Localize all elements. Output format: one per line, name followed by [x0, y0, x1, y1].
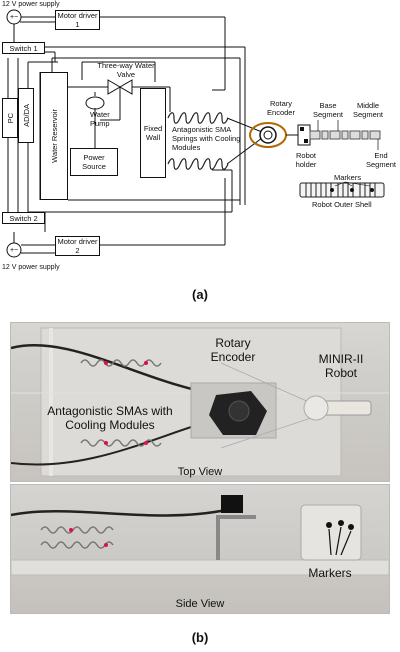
- motor-driver-2: Motor driver 2: [55, 236, 100, 256]
- robot-outer-shell-label: Robot Outer Shell: [312, 200, 372, 209]
- adda-label: AD/DA: [21, 104, 31, 127]
- middle-segment-label: Middle Segment: [352, 101, 384, 119]
- motor-driver-1: Motor driver 1: [55, 10, 100, 30]
- pc-label: PC: [5, 112, 15, 124]
- adda-box: AD/DA: [18, 88, 34, 143]
- robot-segments: [309, 130, 381, 140]
- base-segment-label: Base Segment: [312, 101, 344, 119]
- caption-b: (b): [191, 630, 209, 645]
- end-segment-label: End Segment: [365, 151, 397, 169]
- fixed-wall: Fixed Wall: [140, 88, 166, 178]
- water-reservoir-label: Water Reservoir: [49, 109, 59, 163]
- robot-photo-label: MINIR-II Robot: [318, 352, 364, 380]
- svg-text:+: +: [10, 247, 14, 254]
- side-view-photo: [10, 484, 390, 614]
- caption-a: (a): [192, 287, 208, 302]
- markers-label-a: Markers: [334, 173, 362, 182]
- valve-label: Three-way Water Valve: [97, 61, 155, 79]
- svg-text:−: −: [14, 14, 18, 21]
- sma-springs-label: Antagonistic SMA Springs with Cooling Mo…: [172, 125, 241, 152]
- side-view-label: Side View: [175, 598, 225, 610]
- water-reservoir: Water Reservoir: [40, 72, 68, 200]
- smas-photo-label: Antagonistic SMAs with Cooling Modules: [47, 404, 173, 432]
- rotary-encoder-photo-label: Rotary Encoder: [210, 336, 256, 364]
- svg-text:+: +: [10, 14, 14, 21]
- water-pump-label: Water Pump: [90, 110, 110, 128]
- rotary-encoder-label: Rotary Encoder: [267, 99, 295, 117]
- power-supply-top-label: 12 V power supply: [2, 1, 60, 8]
- switch-1: Switch 1: [2, 42, 45, 54]
- sma-spring-top: [167, 112, 229, 170]
- pc-box: PC: [2, 98, 18, 138]
- power-supply-bottom-label: 12 V power supply: [2, 264, 60, 271]
- power-source: Power Source: [70, 148, 118, 176]
- markers-photo-label: Markers: [308, 566, 352, 580]
- top-view-label: Top View: [177, 466, 223, 478]
- switch-2: Switch 2: [2, 212, 45, 224]
- robot-holder-label: Robot holder: [295, 151, 317, 169]
- svg-text:−: −: [14, 247, 18, 254]
- top-view-photo: [10, 322, 390, 482]
